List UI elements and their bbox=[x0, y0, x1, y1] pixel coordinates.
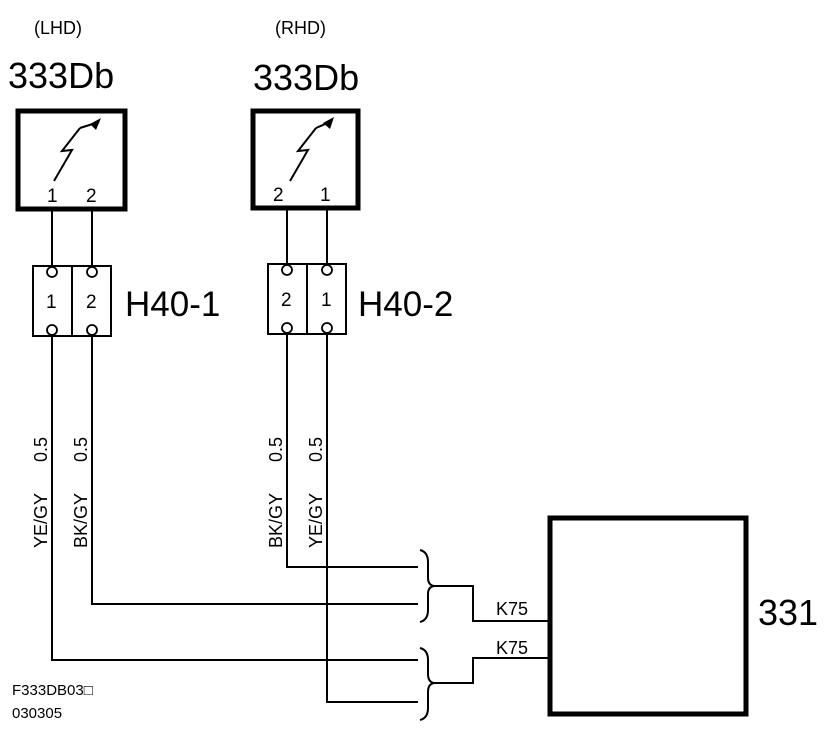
terminal-30-connector: K75 bbox=[496, 638, 528, 658]
sensor-lhd: (LHD) 333Db 1 2 bbox=[8, 18, 128, 212]
wire-lhd-bk-size: 0.5 bbox=[71, 437, 91, 462]
sensor-rhd-pin-2: 2 bbox=[273, 185, 284, 206]
sensor-rhd-pin-1: 1 bbox=[320, 185, 331, 206]
wire-rhd-bk-color: BK/GY bbox=[266, 493, 286, 548]
sensor-lhd-variant: (LHD) bbox=[34, 18, 82, 38]
sensor-lhd-pin-2: 2 bbox=[86, 186, 97, 207]
connector-h40-1-label: H40-1 bbox=[125, 285, 220, 324]
sensor-symbol-icon bbox=[289, 117, 334, 182]
wire-lhd-bk-gy bbox=[91, 336, 418, 605]
wire-rhd-ye-gy bbox=[326, 334, 418, 703]
sensor-lhd-box bbox=[15, 108, 128, 212]
sensor-lhd-code: 333Db bbox=[8, 55, 114, 96]
wire-lhd-ye-color: YE/GY bbox=[31, 493, 51, 548]
wire-lhd-bk-color: BK/GY bbox=[71, 493, 91, 548]
sensor-rhd-box bbox=[250, 108, 361, 211]
module-331: 331 bbox=[547, 515, 818, 717]
wire-lhd-ye-size: 0.5 bbox=[31, 437, 51, 462]
connector-h40-2-pin-1: 1 bbox=[321, 290, 332, 311]
wire-lhd-ye-gy bbox=[51, 336, 418, 661]
brace-k75-30 bbox=[419, 647, 435, 721]
figure-id: F333DB03□ bbox=[12, 682, 93, 699]
connector-h40-2-label: H40-2 bbox=[358, 285, 453, 324]
wire-k75-30 bbox=[434, 657, 548, 684]
sensor-lhd-pin-1: 1 bbox=[47, 186, 58, 207]
connector-h40-1-pin-2: 2 bbox=[86, 292, 97, 313]
sensor-rhd-code: 333Db bbox=[253, 57, 359, 98]
wire-rhd-ye-color: YE/GY bbox=[306, 493, 326, 548]
terminal-31-connector: K75 bbox=[496, 599, 528, 619]
sensor-symbol-icon bbox=[53, 118, 101, 182]
wire-k75-31 bbox=[434, 585, 548, 622]
sensor-rhd-variant: (RHD) bbox=[275, 18, 326, 38]
figure-date: 030305 bbox=[12, 705, 62, 722]
connector-h40-1-pin-1: 1 bbox=[46, 292, 57, 313]
wire-rhd-ye-size: 0.5 bbox=[306, 437, 326, 462]
connector-h40-2-pin-2: 2 bbox=[281, 290, 292, 311]
brace-k75-31 bbox=[419, 549, 435, 623]
wire-rhd-bk-gy bbox=[286, 334, 418, 568]
connector-h40-2: 2 1 H40-2 bbox=[267, 263, 453, 335]
module-331-label: 331 bbox=[758, 592, 818, 633]
connector-h40-1: 1 2 H40-1 bbox=[32, 265, 220, 337]
sensor-rhd: (RHD) 333Db 2 1 bbox=[250, 18, 361, 211]
wire-rhd-bk-size: 0.5 bbox=[266, 437, 286, 462]
